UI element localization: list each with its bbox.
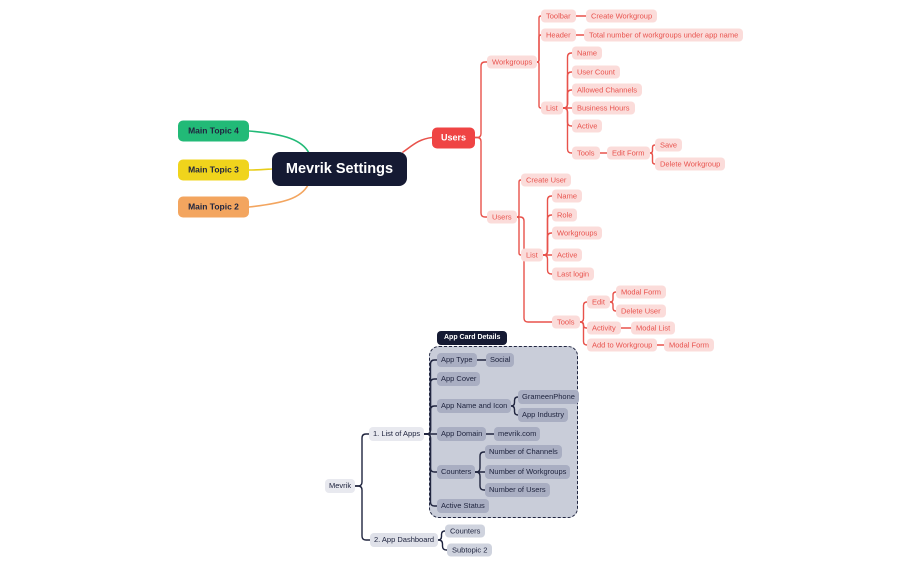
node-app-type[interactable]: App Type xyxy=(437,353,477,367)
node-subtopic2[interactable]: Subtopic 2 xyxy=(447,543,493,557)
node-u-name[interactable]: Name xyxy=(552,189,583,203)
node-wg-tools[interactable]: Tools xyxy=(572,146,600,160)
node-add-to-workgroup[interactable]: Add to Workgroup xyxy=(587,338,658,352)
node-app-domain[interactable]: App Domain xyxy=(437,427,487,441)
connector xyxy=(516,216,553,323)
node-header[interactable]: Header xyxy=(541,28,576,42)
connector xyxy=(510,405,519,416)
node-wg-allowed-channels[interactable]: Allowed Channels xyxy=(572,83,643,97)
node-create-workgroup[interactable]: Create Workgroup xyxy=(586,9,658,23)
node-wg-user-count[interactable]: User Count xyxy=(572,65,620,79)
node-wg-list[interactable]: List xyxy=(541,101,563,115)
node-edit-form[interactable]: Edit Form xyxy=(607,146,650,160)
node-toolbar[interactable]: Toolbar xyxy=(541,9,576,23)
connector xyxy=(562,89,573,109)
node-wg-name[interactable]: Name xyxy=(572,46,603,60)
node-u-active[interactable]: Active xyxy=(552,248,583,262)
node-workgroups[interactable]: Workgroups xyxy=(487,55,538,69)
connector xyxy=(354,433,370,487)
node-num-workgroups[interactable]: Number of Workgroups xyxy=(485,465,571,479)
node-atw-modal-form[interactable]: Modal Form xyxy=(664,338,715,352)
node-wg-active[interactable]: Active xyxy=(572,119,603,133)
connector xyxy=(510,396,519,407)
node-root[interactable]: Mevrik Settings xyxy=(272,152,407,186)
connector xyxy=(516,216,522,256)
connector xyxy=(542,232,553,256)
node-users-sub[interactable]: Users xyxy=(487,210,517,224)
connector xyxy=(402,136,433,153)
connector xyxy=(516,179,522,218)
node-u-tools[interactable]: Tools xyxy=(552,315,580,329)
connector xyxy=(579,321,588,346)
node-grameenphone[interactable]: GrameenPhone xyxy=(518,390,579,404)
connector xyxy=(474,471,486,491)
connector xyxy=(423,405,438,435)
node-u-workgroups[interactable]: Workgroups xyxy=(552,226,603,240)
connector xyxy=(542,254,553,275)
node-num-channels[interactable]: Number of Channels xyxy=(485,445,562,459)
node-delete-workgroup[interactable]: Delete Workgroup xyxy=(655,157,726,171)
node-app-name-icon[interactable]: App Name and Icon xyxy=(437,399,512,413)
connector xyxy=(437,539,448,551)
node-edit-modal-form[interactable]: Modal Form xyxy=(616,285,667,299)
node-u-list[interactable]: List xyxy=(521,248,543,262)
node-modal-list[interactable]: Modal List xyxy=(631,321,676,335)
node-list-of-apps[interactable]: 1. List of Apps xyxy=(369,427,425,441)
node-users-main[interactable]: Users xyxy=(432,127,476,148)
connector xyxy=(437,530,446,541)
node-u-last-login[interactable]: Last login xyxy=(552,267,595,281)
node-counters1[interactable]: Counters xyxy=(437,465,476,479)
connector xyxy=(354,485,371,541)
node-topic2[interactable]: Main Topic 2 xyxy=(178,196,249,218)
node-mevrik[interactable]: Mevrik xyxy=(325,479,356,493)
connector xyxy=(248,130,310,154)
node-delete-user[interactable]: Delete User xyxy=(616,304,666,318)
node-counters2[interactable]: Counters xyxy=(445,524,486,538)
node-topic4[interactable]: Main Topic 4 xyxy=(178,120,249,142)
connector xyxy=(609,301,617,312)
connector xyxy=(562,107,573,154)
connector xyxy=(423,433,438,507)
node-u-role[interactable]: Role xyxy=(552,208,578,222)
node-app-industry[interactable]: App Industry xyxy=(518,408,569,422)
connector xyxy=(248,184,309,208)
node-app-card-details[interactable]: App Card Details xyxy=(437,331,508,345)
node-social[interactable]: Social xyxy=(486,353,515,367)
connector xyxy=(248,168,273,171)
connector xyxy=(474,451,486,473)
node-topic3[interactable]: Main Topic 3 xyxy=(178,159,249,181)
node-active-status[interactable]: Active Status xyxy=(437,499,489,513)
node-activity[interactable]: Activity xyxy=(587,321,621,335)
connector xyxy=(649,152,656,165)
connector xyxy=(579,301,588,323)
node-wg-business-hours[interactable]: Business Hours xyxy=(572,101,635,115)
node-create-user[interactable]: Create User xyxy=(521,173,572,187)
connector xyxy=(536,61,542,109)
node-app-cover[interactable]: App Cover xyxy=(437,372,481,386)
node-app-dashboard[interactable]: 2. App Dashboard xyxy=(370,533,439,547)
connector xyxy=(474,136,488,218)
node-save[interactable]: Save xyxy=(655,138,683,152)
node-header-total[interactable]: Total number of workgroups under app nam… xyxy=(584,28,744,42)
node-num-users[interactable]: Number of Users xyxy=(485,483,550,497)
node-edit[interactable]: Edit xyxy=(587,295,610,309)
connector xyxy=(474,61,488,139)
node-mevrik-com[interactable]: mevrik.com xyxy=(494,427,541,441)
